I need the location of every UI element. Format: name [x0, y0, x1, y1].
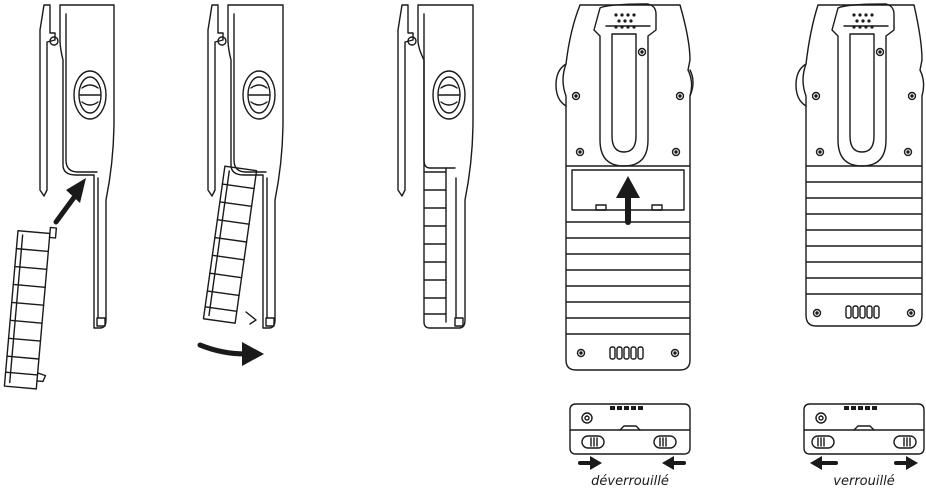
arrow-icon — [578, 456, 686, 470]
label-locked: verrouillé — [833, 474, 895, 489]
step-1-side-view — [3, 4, 115, 390]
latch-left — [581, 435, 605, 449]
battery-contacts-icon — [845, 305, 880, 319]
battery-pack — [3, 226, 58, 390]
step-4-back-view — [555, 3, 694, 371]
belt-clip — [397, 4, 414, 197]
screw-icon — [811, 47, 917, 318]
battery-pack — [202, 165, 258, 324]
slide-up-arrow-icon — [616, 176, 640, 225]
belt-clip — [39, 4, 56, 197]
handset-body — [227, 4, 284, 329]
handset-inner-edge — [65, 13, 98, 173]
arrow-icon — [810, 456, 918, 470]
side-button — [242, 70, 276, 120]
installed-battery-ribs — [423, 167, 447, 323]
latch-left — [811, 435, 835, 449]
bottom-view-locked — [803, 403, 925, 470]
latch-slot — [96, 317, 106, 327]
step-5-back-view — [795, 3, 925, 327]
side-button — [73, 70, 107, 120]
step-3-side-view — [397, 4, 474, 329]
screw-icon — [581, 412, 593, 424]
speaker-grille-icon — [614, 13, 636, 29]
belt-clip — [593, 3, 657, 167]
label-unlocked: déverrouillé — [591, 474, 669, 489]
battery-contacts-icon — [609, 346, 644, 360]
belt-clip — [831, 3, 895, 167]
screw-icon — [815, 412, 827, 424]
step-2-side-view — [197, 4, 284, 366]
rotate-arrow-icon — [197, 342, 264, 366]
screw-icon — [571, 47, 685, 358]
speaker-grille-icon — [852, 13, 874, 29]
handset-body — [59, 4, 115, 329]
belt-clip — [207, 4, 224, 197]
bottom-view-unlocked — [569, 403, 691, 470]
side-button — [432, 70, 466, 120]
handset-body — [417, 4, 474, 329]
latch-right — [653, 435, 677, 449]
battery-ribs — [805, 181, 923, 295]
clip-pivot — [49, 36, 59, 46]
insert-arrow-icon — [53, 178, 86, 225]
latch-right — [893, 435, 917, 449]
battery-ribs — [565, 221, 691, 335]
